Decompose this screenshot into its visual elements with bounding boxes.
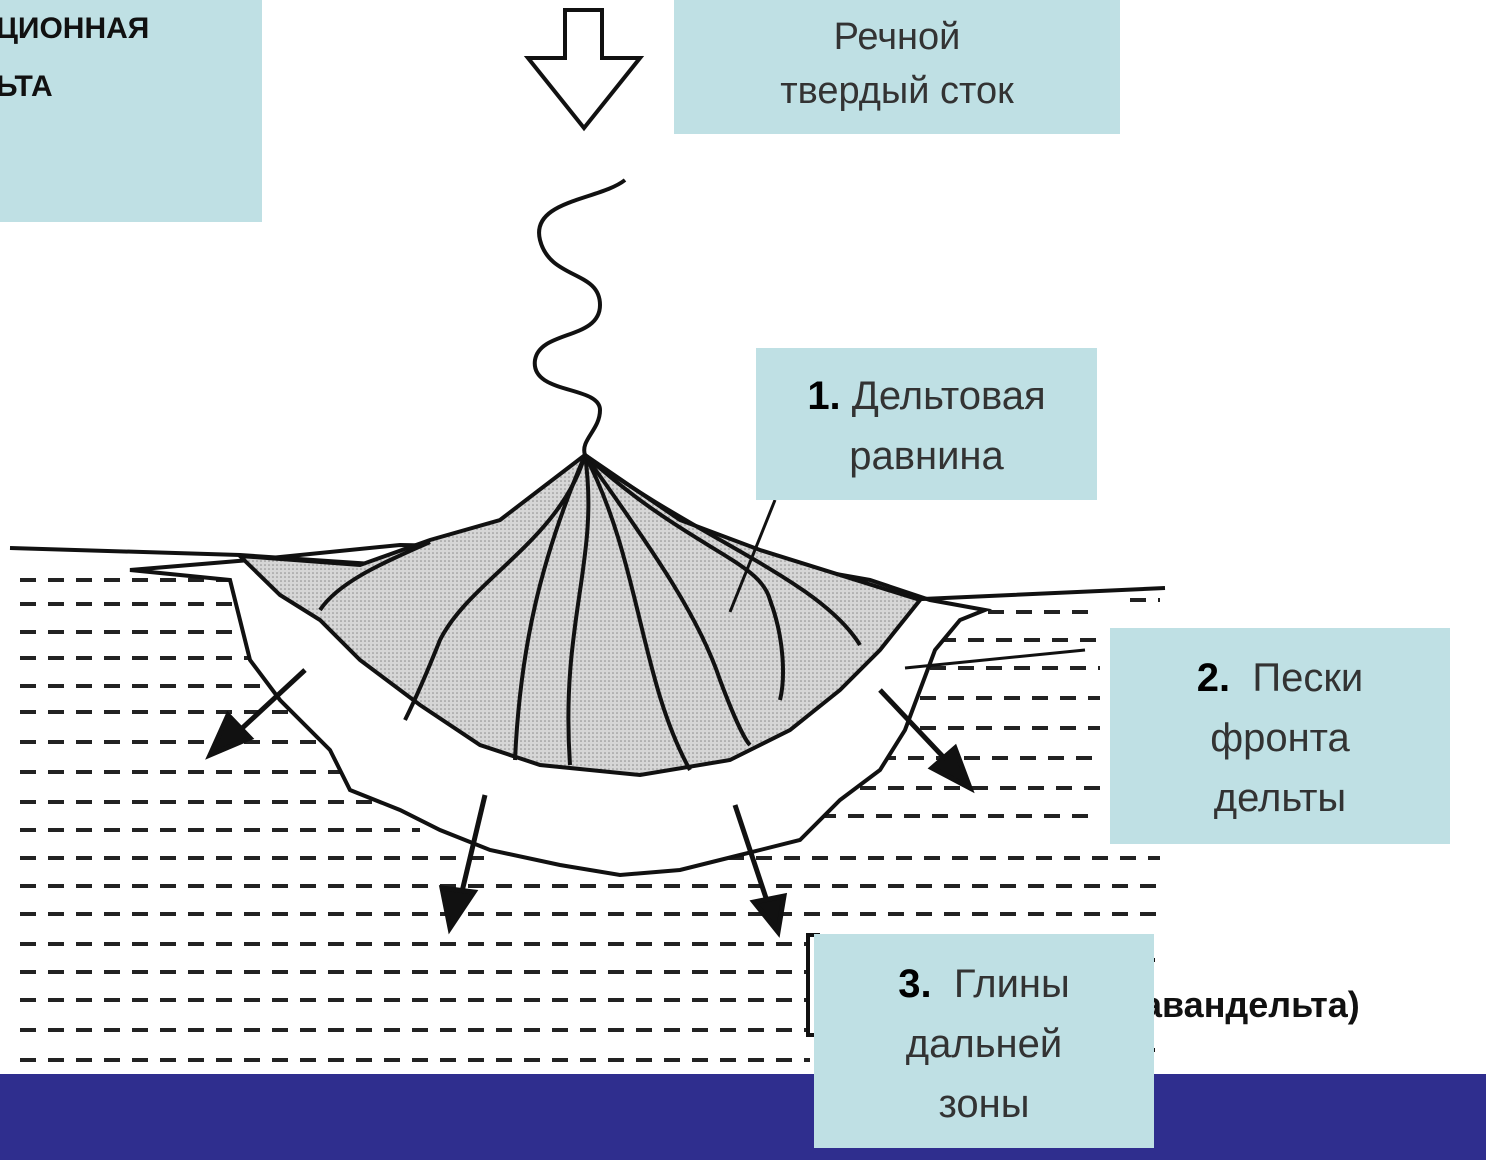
- sediment-input-arrow: [528, 10, 640, 128]
- delta-front-line-2: фронта: [1110, 708, 1450, 768]
- delta-plain-label: 1. Дельтовая равнина: [756, 348, 1097, 500]
- title-line-1: ЦИОННАЯ: [0, 0, 262, 58]
- delta-plain-line-1: Дельтовая: [852, 374, 1046, 418]
- delta-front-line-1: Пески: [1252, 656, 1363, 700]
- delta-front-line-3: дельты: [1110, 768, 1450, 828]
- river-sediment-label: Речной твердый сток: [674, 0, 1120, 134]
- river: [535, 180, 625, 455]
- prodelta-line-1: Глины: [954, 962, 1070, 1006]
- delta-front-sands-label: 2. Пески фронта дельты: [1110, 628, 1450, 844]
- delta-plain-line-2: равнина: [756, 426, 1097, 486]
- prodelta-clays-label: 3. Глины дальней зоны: [814, 934, 1154, 1148]
- title-line-2: ЬТА: [0, 58, 262, 116]
- delta-front-number: 2.: [1197, 656, 1230, 700]
- bottom-bar: [0, 1074, 1486, 1160]
- river-sediment-line-1: Речной: [674, 10, 1120, 64]
- prodelta-line-3: зоны: [814, 1074, 1154, 1134]
- river-sediment-line-2: твердый сток: [674, 64, 1120, 118]
- title-box: ЦИОННАЯ ЬТА: [0, 0, 262, 222]
- delta-plain-number: 1.: [807, 374, 840, 418]
- prodelta-number: 3.: [898, 962, 931, 1006]
- prodelta-note: (авандельта): [1130, 984, 1360, 1026]
- prodelta-line-2: дальней: [814, 1014, 1154, 1074]
